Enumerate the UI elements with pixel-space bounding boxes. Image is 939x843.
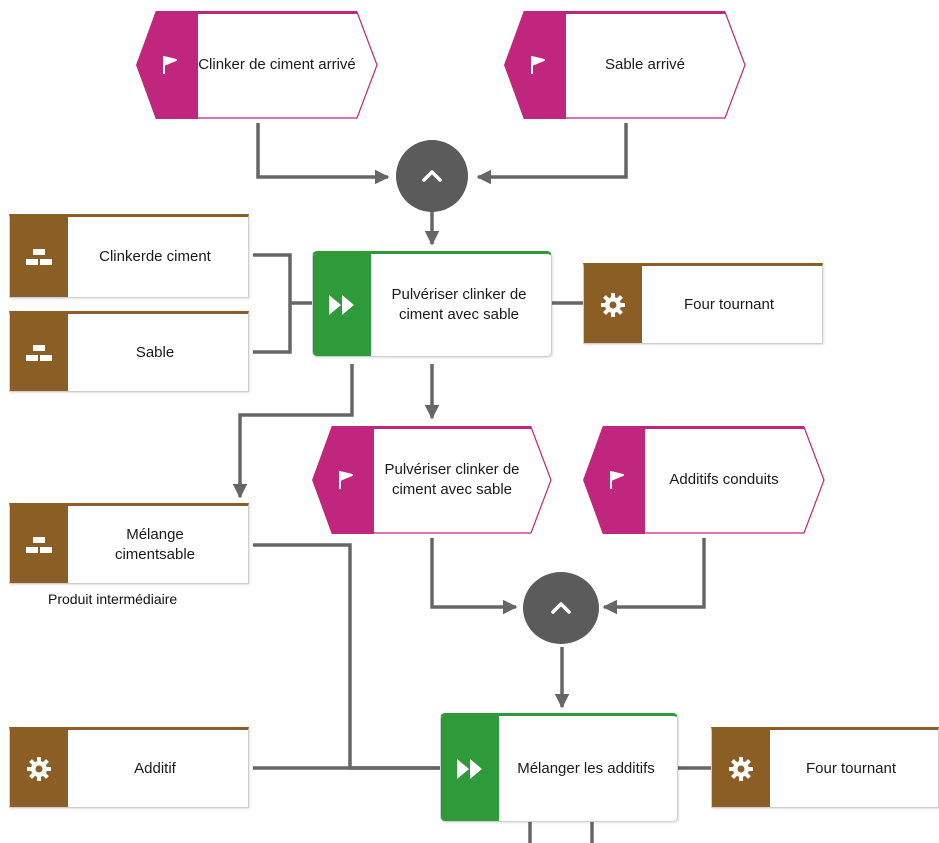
material-side bbox=[10, 506, 68, 583]
material-sable[interactable]: Sable bbox=[9, 311, 249, 392]
blocks-icon bbox=[26, 344, 52, 361]
gear-icon bbox=[27, 756, 51, 781]
connector-sable-to-and1 bbox=[476, 123, 628, 185]
connector-melange-to-melanger bbox=[253, 543, 440, 770]
event-clinker-arrive[interactable]: Clinker de ciment arrivé bbox=[136, 11, 378, 119]
material-label: Sable bbox=[135, 343, 175, 361]
gear-icon bbox=[729, 756, 753, 781]
and-gateway-1[interactable] bbox=[396, 140, 468, 212]
material-side bbox=[10, 217, 68, 297]
event-shape bbox=[312, 426, 552, 534]
blocks-icon bbox=[26, 249, 52, 265]
connector-additifs-to-and2 bbox=[602, 538, 706, 615]
flag-icon bbox=[163, 56, 177, 74]
system-four-tournant-1[interactable]: Four tournant bbox=[583, 263, 823, 344]
system-label: Four tournant bbox=[805, 759, 897, 777]
material-label: Clinkerde ciment bbox=[99, 248, 211, 265]
system-additif[interactable]: Additif bbox=[9, 727, 249, 808]
event-shape bbox=[136, 11, 378, 119]
event-shape bbox=[504, 11, 746, 119]
event-pulveriser-done[interactable]: Pulvériser clinker de ciment avec sable bbox=[312, 426, 552, 534]
function-melanger[interactable]: Mélanger les additifs bbox=[440, 713, 678, 822]
flag-icon bbox=[531, 56, 545, 74]
flag-icon bbox=[339, 471, 353, 489]
event-sable-arrive[interactable]: Sable arrivé bbox=[504, 11, 746, 119]
event-shape bbox=[583, 426, 825, 534]
system-label: Four tournant bbox=[683, 295, 775, 313]
system-four-tournant-2[interactable]: Four tournant bbox=[711, 727, 939, 808]
gear-icon bbox=[601, 292, 625, 317]
and-gateway-2[interactable] bbox=[523, 572, 599, 644]
event-label: Pulvériser clinker de ciment avec sable bbox=[384, 461, 520, 498]
event-label: Clinker de ciment arrivé bbox=[198, 56, 356, 73]
event-label: Sable arrivé bbox=[604, 56, 686, 73]
fast-forward-icon bbox=[329, 295, 354, 315]
chevron-up-icon bbox=[422, 170, 442, 182]
material-label: Mélange cimentsable bbox=[114, 525, 196, 563]
flag-icon bbox=[610, 471, 624, 489]
connector-event-to-and2 bbox=[430, 538, 518, 615]
material-side bbox=[10, 314, 68, 391]
fast-forward-icon bbox=[457, 758, 482, 779]
function-label: Mélanger les additifs bbox=[517, 759, 655, 777]
material-clinker[interactable]: Clinkerde ciment bbox=[9, 214, 249, 298]
material-melange[interactable]: Mélange cimentsable bbox=[9, 503, 249, 584]
chevron-up-icon bbox=[551, 602, 571, 614]
blocks-icon bbox=[26, 536, 52, 553]
connector-clinker-to-and1 bbox=[256, 123, 390, 185]
event-additifs-conduits[interactable]: Additifs conduits bbox=[583, 426, 825, 534]
connector-pulveriser-to-melange bbox=[232, 364, 354, 499]
event-label: Additifs conduits bbox=[669, 471, 779, 488]
function-pulveriser[interactable]: Pulvériser clinker de ciment avec sable bbox=[312, 251, 552, 357]
function-label: Pulvériser clinker de ciment avec sable bbox=[391, 286, 527, 323]
connector-clinker-material bbox=[253, 253, 292, 354]
material-caption: Produit intermédiaire bbox=[48, 591, 178, 607]
system-label: Additif bbox=[134, 759, 176, 777]
